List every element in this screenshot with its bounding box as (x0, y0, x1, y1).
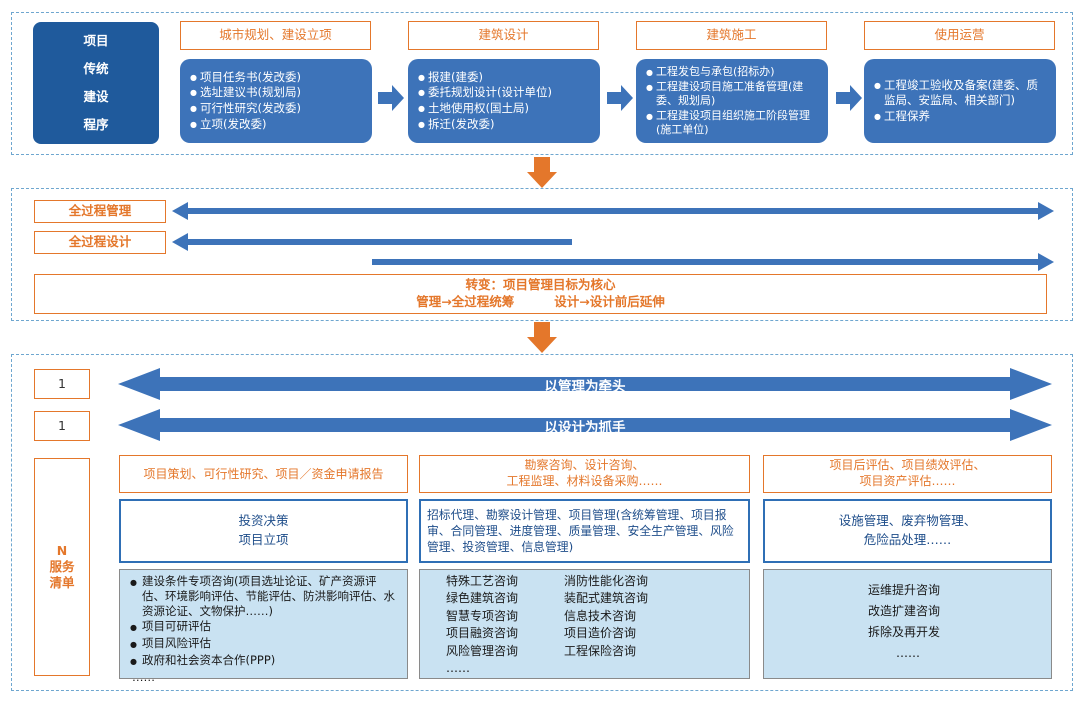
list-item: ●工程竣工验收及备案(建委、质监局、安监局、相关部门) (874, 77, 1038, 108)
list-item: 风险管理咨询 (446, 643, 519, 658)
n-service-list-label: N 服务 清单 (34, 458, 90, 676)
list-item: 特殊工艺咨询 (446, 574, 519, 588)
stage-header-design: 建筑设计 (408, 21, 599, 50)
list-item: ●拆迁(发改委) (418, 116, 495, 131)
stage-header-construction: 建筑施工 (636, 21, 827, 50)
design-grip-arrow (118, 409, 1052, 441)
stage-arrow-3 (836, 85, 862, 111)
management-double-arrow (172, 202, 1054, 220)
stage-header-planning: 城市规划、建设立项 (180, 21, 371, 50)
col2-header-line: 工程监理、材料设备采购…… (506, 474, 663, 488)
design-right-arrow (372, 253, 1054, 271)
transformation-frame (11, 188, 1073, 321)
list-item: 改造扩建咨询 (868, 604, 941, 618)
transformation-management: 管理→全过程统筹 (416, 294, 515, 309)
list-item: 消防性能化咨询 (564, 574, 649, 588)
transformation-line-2: 管理→全过程统筹 设计→设计前后延伸 (416, 294, 664, 311)
col3-header-line: 项目资产评估…… (859, 474, 956, 488)
one-box-management: 1 (34, 369, 90, 399)
list-item: ●工程建设项目施工准备管理(建委、规划局) (646, 79, 804, 108)
list-item: ●建设条件专项咨询(项目选址论证、矿产资源评估、环境影响评估、节能评估、防洪影响… (130, 574, 395, 618)
list-item: 信息技术咨询 (564, 608, 637, 623)
list-item: ●选址建议书(规划局) (190, 85, 301, 100)
stage-arrow-1 (378, 85, 404, 111)
design-grip-label: 以设计为抓手 (544, 420, 626, 436)
list-more: …… (896, 646, 920, 660)
traditional-procedure-title: 项目 传统 建设 程序 (33, 22, 159, 144)
list-item: ●委托规划设计(设计单位) (418, 85, 552, 100)
col1-header: 项目策划、可行性研究、项目／资金申请报告 (119, 455, 408, 493)
service-model-frame (11, 354, 1073, 691)
list-item: 绿色建筑咨询 (446, 591, 519, 606)
col3-header-line: 项目后评估、项目绩效评估、 (829, 458, 986, 473)
list-item: ●政府和社会资本合作(PPP) (130, 652, 276, 667)
col2-right-list: 消防性能化咨询 装配式建筑咨询 信息技术咨询 项目造价咨询 工程保险咨询 (564, 573, 714, 677)
one-box-design: 1 (34, 411, 90, 441)
list-item: ●工程发包与承包(招标办) (646, 64, 775, 78)
n-label-line: 清单 (49, 575, 75, 591)
col3-header: 项目后评估、项目绩效评估、 项目资产评估…… (763, 455, 1052, 493)
list-more: …… (446, 660, 470, 675)
list-item: 项目融资咨询 (446, 626, 519, 641)
list-item: 智慧专项咨询 (446, 608, 519, 623)
whole-process-design-label: 全过程设计 (34, 231, 166, 254)
col3-main-box: 设施管理、废弃物管理、 危险品处理…… (763, 499, 1052, 563)
col1-main-box: 投资决策 项目立项 (119, 499, 408, 563)
list-item: ●项目风险评估 (130, 635, 211, 650)
col1-main-line: 投资决策 (238, 513, 289, 529)
n-label-line: N (56, 542, 68, 558)
n-label-line: 服务 (49, 558, 75, 574)
col2-header-line: 勘察咨询、设计咨询、 (524, 458, 645, 473)
stage-box-planning: ●项目任务书(发改委) ●选址建议书(规划局) ●可行性研究(发改委) ●立项(… (180, 59, 372, 143)
list-more: …… (132, 669, 155, 684)
whole-process-management-label: 全过程管理 (34, 200, 166, 223)
col2-main-text: 招标代理、勘察设计管理、项目管理(含统筹管理、项目报审、合同管理、进度管理、质量… (427, 507, 734, 555)
col3-list-box: 运维提升咨询 改造扩建咨询 拆除及再开发 …… (763, 569, 1052, 679)
list-item: 工程保险咨询 (564, 643, 637, 658)
col2-left-list: 特殊工艺咨询 绿色建筑咨询 智慧专项咨询 项目融资咨询 风险管理咨询 …… (446, 573, 564, 677)
col2-list-box: 特殊工艺咨询 绿色建筑咨询 智慧专项咨询 项目融资咨询 风险管理咨询 …… 消防… (419, 569, 750, 679)
management-lead-arrow (118, 368, 1052, 400)
transformation-design: 设计→设计前后延伸 (554, 294, 665, 309)
col1-main-line: 项目立项 (238, 532, 289, 547)
list-item: ●可行性研究(发改委) (190, 101, 301, 115)
list-item: ●项目可研评估 (130, 618, 211, 633)
list-item: ●土地使用权(国土局) (418, 101, 529, 115)
list-item: ●立项(发改委) (190, 116, 267, 131)
down-arrow-2 (527, 322, 557, 353)
list-item: 拆除及再开发 (868, 625, 941, 639)
transformation-box: 转变：项目管理目标为核心 管理→全过程统筹 设计→设计前后延伸 (34, 274, 1047, 314)
col3-main-line: 设施管理、废弃物管理、 (838, 513, 977, 529)
stage-arrow-2 (607, 85, 633, 111)
list-item: 运维提升咨询 (868, 583, 941, 597)
stage-header-operation: 使用运营 (864, 21, 1055, 50)
design-left-arrow (172, 233, 572, 251)
title-line: 程序 (83, 117, 109, 132)
down-arrow-1 (527, 157, 557, 188)
list-item: ●报建(建委) (418, 69, 483, 84)
col2-main-box: 招标代理、勘察设计管理、项目管理(含统筹管理、项目报审、合同管理、进度管理、质量… (419, 499, 750, 563)
stage-box-construction: ●工程发包与承包(招标办) ●工程建设项目施工准备管理(建委、规划局) ●工程建… (636, 59, 828, 143)
management-lead-label: 以管理为牵头 (544, 379, 626, 395)
list-item: ●工程保养 (874, 108, 930, 123)
stage-box-design: ●报建(建委) ●委托规划设计(设计单位) ●土地使用权(国土局) ●拆迁(发改… (408, 59, 600, 143)
col3-main-line: 危险品处理…… (863, 532, 952, 547)
title-line: 传统 (83, 61, 109, 76)
list-item: ●项目任务书(发改委) (190, 69, 301, 84)
transformation-line-1: 转变：项目管理目标为核心 (465, 277, 616, 293)
title-line: 项目 (83, 33, 109, 48)
list-item: 项目造价咨询 (564, 626, 637, 641)
list-item: 装配式建筑咨询 (564, 591, 649, 606)
col2-header: 勘察咨询、设计咨询、 工程监理、材料设备采购…… (419, 455, 750, 493)
stage-box-operation: ●工程竣工验收及备案(建委、质监局、安监局、相关部门) ●工程保养 (864, 59, 1056, 143)
title-line: 建设 (83, 89, 109, 104)
list-item: ●工程建设项目组织施工阶段管理(施工单位) (646, 108, 810, 136)
traditional-procedure-frame (11, 12, 1073, 155)
col1-list-box: ●建设条件专项咨询(项目选址论证、矿产资源评估、环境影响评估、节能评估、防洪影响… (119, 569, 408, 684)
